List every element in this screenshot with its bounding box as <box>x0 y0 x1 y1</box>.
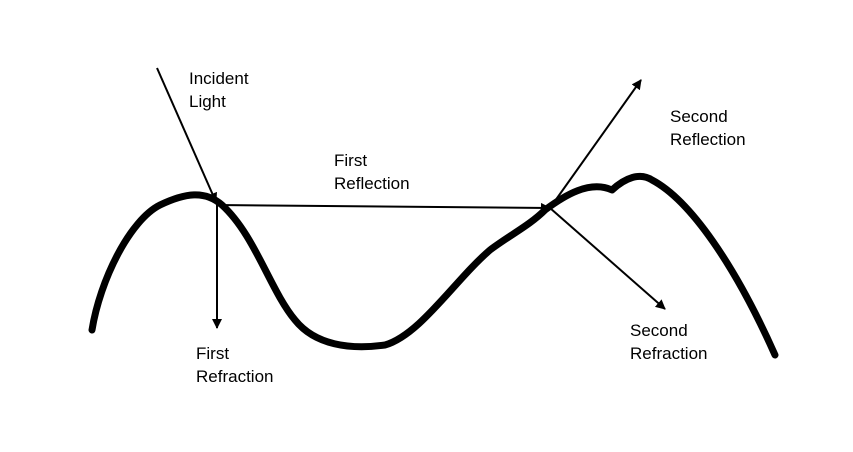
first-reflection-label: First Reflection <box>334 151 410 193</box>
second-refraction-ray <box>549 207 666 310</box>
second-refraction-label: Second Refraction <box>630 321 707 363</box>
first-reflection-ray <box>215 202 551 213</box>
second-reflection-ray <box>549 79 642 209</box>
incident-light-ray <box>156 67 217 203</box>
incident-light-label: Incident Light <box>189 69 253 111</box>
surface-curve <box>88 172 779 359</box>
first-refraction-label: First Refraction <box>196 344 273 386</box>
second-reflection-label: Second Reflection <box>670 107 746 149</box>
